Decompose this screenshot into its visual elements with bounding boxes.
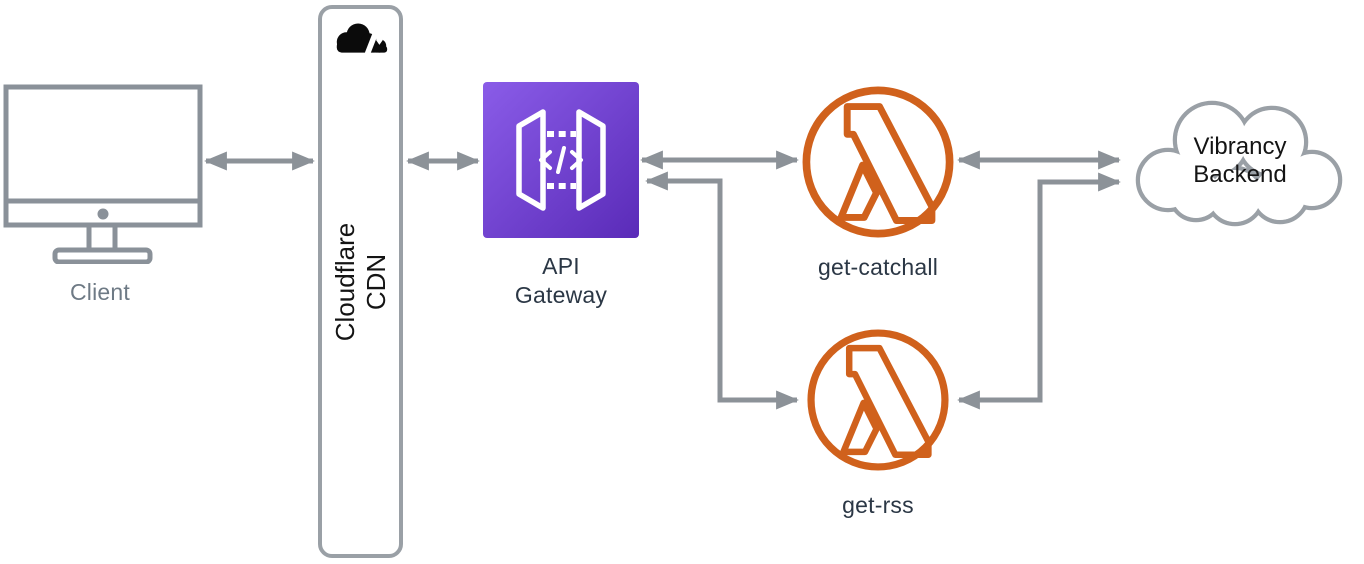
edge-api-gateway-get-rss [645,171,799,410]
cloudflare-label-line2: CDN [360,253,391,310]
gateway-left-door [516,109,546,211]
client-label: Client [69,279,130,305]
client-node [3,84,203,269]
code-slash-glyph [539,146,583,174]
get-catchall-node [801,85,955,244]
lambda-icon [802,86,954,238]
api-gateway-label: API Gateway [514,253,608,308]
api-gateway-icon [483,82,639,238]
vibrancy-backend-label: Vibrancy Backend [1193,133,1287,188]
monitor-icon [3,84,203,265]
get-catchall-label: get-catchall [817,254,939,280]
cloud-shape [1135,100,1343,227]
vibrancy-backend-node [1128,92,1350,241]
edge-get-rss-backend [957,172,1121,410]
gateway-right-door [576,109,606,211]
get-rss-label: get-rss [842,492,914,518]
cloudflare-cdn-node: Cloudflare CDN [318,5,403,558]
cloudflare-cdn-label: Cloudflare CDN [330,222,392,341]
cloudflare-logo-icon [336,23,387,56]
lambda-icon [807,329,949,471]
cloudflare-label-line1: Cloudflare [329,222,360,341]
get-rss-node [806,328,950,477]
